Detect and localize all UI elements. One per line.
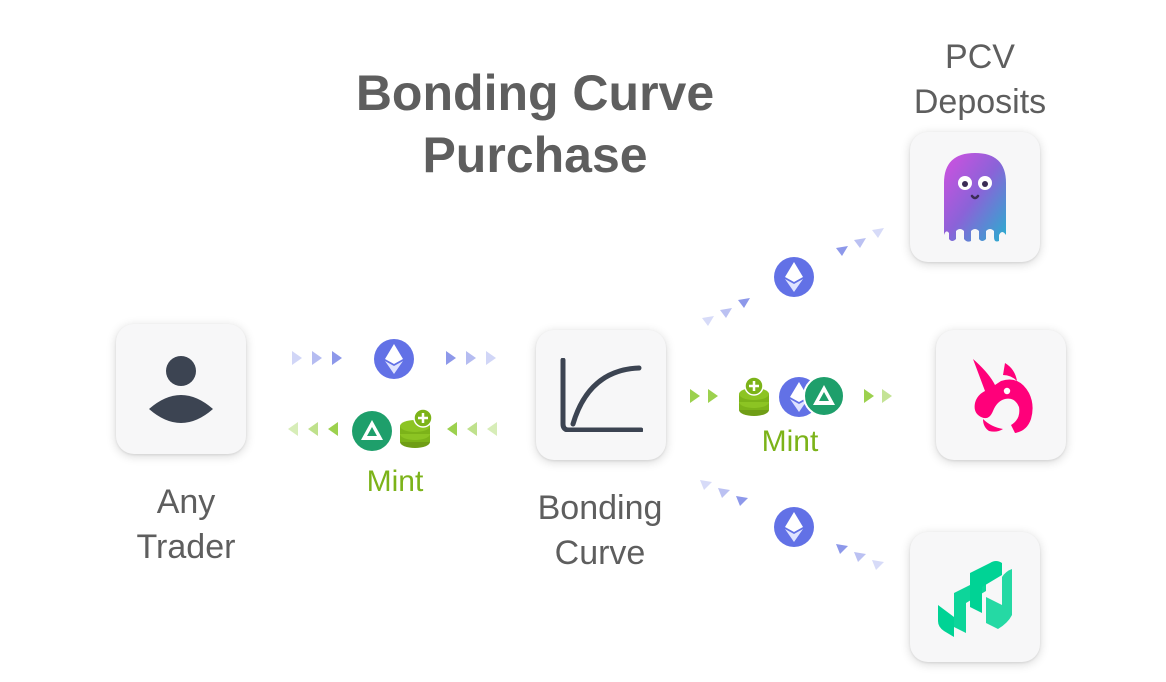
mint-label-left: Mint	[366, 465, 424, 498]
arrow-group-curve-to-trader-b	[447, 421, 507, 437]
unicorn-icon	[961, 355, 1041, 435]
compound-icon	[936, 557, 1014, 637]
mint-label-right: Mint	[761, 425, 819, 458]
arrow-group-trader-to-curve-a	[292, 350, 352, 366]
ghost-icon	[942, 151, 1008, 243]
arrow-group-curve-to-ghost-a	[702, 294, 758, 328]
title-line-2: Purchase	[422, 127, 648, 183]
eth-token-icon	[773, 506, 815, 548]
tribe-coins-icon	[397, 408, 439, 450]
trader-card[interactable]	[116, 324, 246, 454]
arrow-group-trader-to-curve-b	[446, 350, 506, 366]
eth-token-icon	[773, 256, 815, 298]
fei-token-icon	[803, 375, 845, 417]
pcv-label-line-2: Deposits	[913, 83, 1047, 121]
eth-token-icon	[373, 338, 415, 380]
pcv-label-line-1: PCV	[945, 38, 1015, 76]
trader-label-line-2: Trader	[136, 528, 236, 566]
bonding-curve-label: Bonding Curve	[505, 486, 695, 576]
curve-icon	[559, 358, 643, 432]
compound-deposit-card[interactable]	[910, 532, 1040, 662]
arrow-group-curve-to-compound-a	[700, 476, 756, 510]
bonding-curve-card[interactable]	[536, 330, 666, 460]
pcv-deposits-label: PCV Deposits	[880, 35, 1080, 125]
trader-label-line-1: Any	[156, 483, 216, 521]
arrow-group-curve-to-trader-a	[288, 421, 348, 437]
title-line-1: Bonding Curve	[355, 65, 715, 121]
uniswap-deposit-card[interactable]	[936, 330, 1066, 460]
arrow-group-curve-to-ghost-b	[836, 226, 892, 260]
diagram-title: Bonding Curve Purchase	[300, 62, 770, 186]
arrow-group-curve-to-uniswap-b	[864, 388, 904, 404]
arrow-group-curve-to-uniswap-a	[690, 388, 730, 404]
arrow-group-curve-to-compound-b	[836, 540, 892, 574]
bonding-curve-label-line-2: Curve	[554, 534, 646, 572]
ghost-deposit-card[interactable]	[910, 132, 1040, 262]
tribe-coins-icon	[736, 376, 778, 418]
trader-label: Any Trader	[96, 480, 276, 570]
user-icon	[146, 351, 216, 427]
fei-token-icon	[351, 410, 393, 452]
bonding-curve-label-line-1: Bonding	[537, 489, 663, 527]
